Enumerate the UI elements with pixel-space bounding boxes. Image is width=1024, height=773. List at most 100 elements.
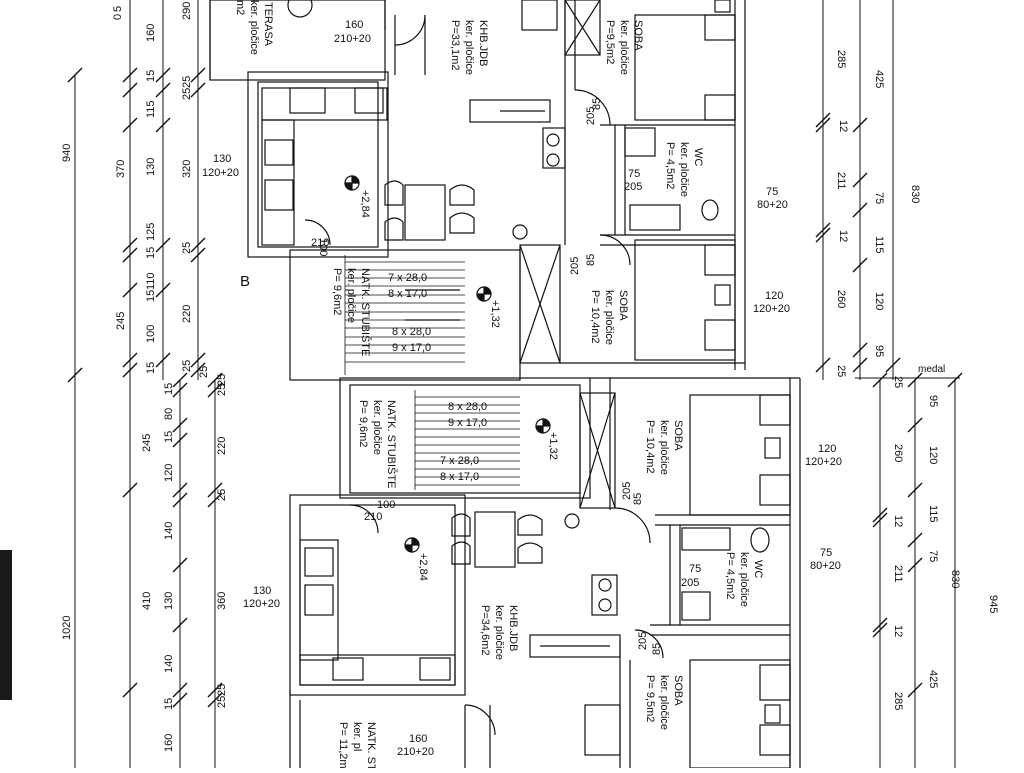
opening-85-top-a: 85	[591, 98, 603, 110]
level-l1: +2,84	[359, 190, 371, 218]
right-dimension-lines	[815, 0, 963, 768]
room-floor-living-top: ker. pločice	[463, 20, 475, 75]
dim-left-mid-17: 140	[163, 522, 175, 540]
dim-left-inner-11: 25	[216, 489, 228, 501]
opening-120-20-bottom-b: 120+20	[805, 456, 842, 468]
opening-100-top: 100	[317, 238, 329, 256]
dim-right-bottom-7: 12	[892, 625, 904, 637]
room-name-living-top: KHB.JDB	[477, 20, 489, 66]
scan-edge	[0, 550, 12, 700]
dim-left-inner-12: 360	[216, 592, 228, 610]
left-dimension-lines	[67, 0, 223, 768]
dim-right-outer-945: 945	[987, 595, 999, 613]
dim-left-top-stub-1: 0	[112, 14, 124, 20]
dim-left-inner-10: 220	[216, 437, 228, 455]
dim-left-mid-1: 15	[145, 70, 157, 82]
dim-right-top-7: 260	[835, 290, 847, 308]
dim-left-mid-7: 110	[145, 272, 157, 290]
dim-right-bottom-0: 95	[927, 395, 939, 407]
dim-right-top-10: 25	[835, 365, 847, 377]
mark-medal: medal	[918, 364, 945, 375]
dim-left-inner-3: 320	[181, 160, 193, 178]
opening-205-top-c: 205	[569, 257, 581, 275]
dim-left-mid-5: 125	[145, 223, 157, 241]
opening-210-side-bottom: 210	[364, 511, 382, 523]
opening-205-top-b: 205	[585, 107, 597, 125]
room-floor-living-bottom: ker. pločice	[493, 605, 505, 660]
room-name-living-bottom: KHB.JDB	[507, 605, 519, 651]
dim-left-inner-7: 25	[198, 366, 210, 378]
opening-80-bottom: 80+20	[810, 560, 841, 572]
opening-75-bottom-b: 75	[820, 547, 832, 559]
dim-right-bottom-10: 25	[892, 376, 904, 388]
dim-right-top-5: 12	[837, 230, 849, 242]
opening-75-top-b: 75	[766, 186, 778, 198]
bottom-apartment-walls	[289, 377, 801, 769]
dim-left-mid-14: 15	[163, 431, 175, 443]
opening-85-bottom-b: 85	[651, 643, 663, 655]
room-area-bedroom1-top: P=9,5m2	[604, 20, 616, 64]
room-area-stair-bottom: P= 9,6m2	[357, 400, 369, 447]
dim-left-mid-18: 410	[141, 592, 153, 610]
dim-left-inner-9: 25	[216, 384, 228, 396]
mark-b: B	[240, 273, 250, 290]
opening-75-top-a: 75	[628, 168, 640, 180]
opening-160-bottom: 160	[409, 733, 427, 745]
dim-left-mid-9: 15	[145, 290, 157, 302]
room-area-bedroom1-bottom: P= 10,4m2	[644, 420, 656, 474]
opening-120-20-bottom: 120+20	[243, 598, 280, 610]
room-floor-stair-top: ker. pločice	[345, 268, 357, 323]
room-name-bedroom1-bottom: SOBA	[672, 420, 684, 451]
dim-left-mid-10: 100	[145, 325, 157, 343]
dim-right-bottom-5: 75	[927, 550, 939, 562]
dim-right-top-6: 115	[873, 236, 885, 254]
room-area-living-top: P=33,1m2	[449, 20, 461, 70]
dim-right-bottom-6: 211	[892, 565, 904, 583]
opening-205-bottom-a: 205	[621, 482, 633, 500]
dim-left-inner-0: 290	[181, 2, 193, 20]
dim-left-mid-3: 370	[115, 160, 127, 178]
room-area-wc-top: P= 4,5m2	[664, 142, 676, 189]
room-area-living-bottom: P=34,6m2	[479, 605, 491, 655]
dim-right-bottom-9: 285	[892, 692, 904, 710]
dim-right-outer-830-b: 830	[949, 570, 961, 588]
dim-left-mid-20: 140	[163, 655, 175, 673]
dim-right-bottom-1: 120	[927, 446, 939, 464]
bottom-stair-treads	[414, 390, 520, 490]
room-name-wc-top: WC	[692, 148, 704, 166]
room-name-bedroom2-top: SOBA	[617, 290, 629, 321]
dim-left-top-stub-0: 5	[112, 6, 124, 12]
dim-left-mid-13: 80	[163, 408, 175, 420]
room-name-bedroom1-top: SOBA	[632, 20, 644, 51]
room-name-wc-bottom: WC	[752, 560, 764, 578]
dim-left-mid-16: 120	[163, 464, 175, 482]
stair-label-bot-c: 7 x 28,0	[440, 455, 479, 467]
dim-right-top-3: 211	[835, 172, 847, 190]
opening-85-top-b: 85	[585, 254, 597, 266]
opening-205-top-a: 205	[624, 181, 642, 193]
room-name-stair-bottom: NATK. STUBIŠTE	[385, 400, 398, 488]
opening-160-top: 160	[345, 19, 363, 31]
stair-label-top-a: 7 x 28,0	[388, 272, 427, 284]
level-l4: +2,84	[417, 553, 429, 581]
dim-left-inner-14: 25	[216, 696, 228, 708]
top-apartment-walls	[209, 0, 746, 381]
dim-right-bottom-3: 115	[927, 505, 939, 523]
dim-left-mid-2: 115	[145, 100, 157, 118]
room-name-bedroom2-bottom: SOBA	[672, 675, 684, 706]
opening-85-bottom-a: 85	[632, 493, 644, 505]
dim-right-top-0: 285	[835, 50, 847, 68]
dim-right-outer-830-a: 830	[909, 185, 921, 203]
stair-label-top-c: 8 x 28,0	[392, 326, 431, 338]
room-area-stair2-bottom: P= 11,2m	[337, 722, 349, 768]
dim-right-top-4: 75	[873, 192, 885, 204]
opening-120-bottom: 120	[818, 443, 836, 455]
room-floor-stair-bottom: ker. pločice	[371, 400, 383, 455]
dim-left-inner-8: 25	[216, 374, 228, 386]
room-name-terrace-top: TERASA	[262, 2, 274, 47]
dim-left-mid-0: 160	[145, 24, 157, 42]
opening-80-top: 80+20	[757, 199, 788, 211]
opening-120-20-top: 120+20	[202, 167, 239, 179]
stair-label-bot-a: 8 x 28,0	[448, 401, 487, 413]
